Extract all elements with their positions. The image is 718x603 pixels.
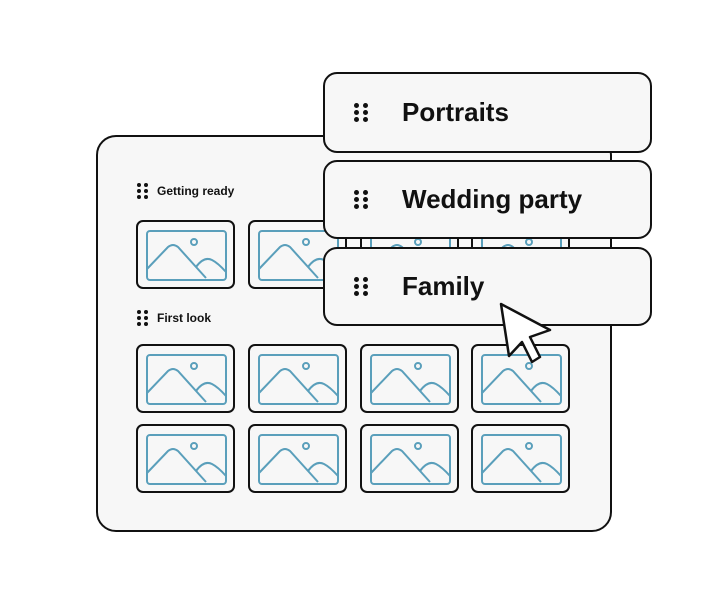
photo-thumbnail[interactable] — [248, 424, 347, 493]
drag-handle-icon[interactable] — [354, 190, 368, 209]
photo-thumbnail[interactable] — [248, 344, 347, 413]
image-placeholder-icon — [481, 434, 562, 485]
category-card-family[interactable]: Family — [323, 247, 652, 326]
card-label: Wedding party — [402, 184, 583, 214]
photo-thumbnail[interactable] — [360, 424, 459, 493]
image-placeholder-icon — [146, 434, 227, 485]
card-label: Portraits — [402, 97, 509, 127]
photo-thumbnail[interactable] — [136, 220, 235, 289]
image-placeholder-icon — [146, 354, 227, 405]
section-label: Getting ready — [157, 184, 235, 198]
section-getting-ready[interactable]: Getting ready — [137, 183, 234, 199]
category-card-wedding-party[interactable]: Wedding party — [323, 160, 652, 239]
drag-handle-icon[interactable] — [354, 103, 368, 122]
photo-thumbnail[interactable] — [471, 344, 570, 413]
image-placeholder-icon — [370, 434, 451, 485]
photo-thumbnail[interactable] — [136, 344, 235, 413]
image-placeholder-icon — [258, 434, 339, 485]
photo-thumbnail[interactable] — [471, 424, 570, 493]
section-first-look[interactable]: First look — [137, 310, 211, 326]
image-placeholder-icon — [481, 354, 562, 405]
card-label: Family — [402, 271, 485, 301]
drag-handle-icon[interactable] — [137, 183, 148, 199]
image-placeholder-icon — [370, 354, 451, 405]
drag-handle-icon[interactable] — [137, 310, 148, 326]
image-placeholder-icon — [146, 230, 227, 281]
section-label: First look — [157, 311, 212, 325]
image-placeholder-icon — [258, 354, 339, 405]
category-card-portraits[interactable]: Portraits — [323, 72, 652, 153]
cursor-arrow-icon — [499, 302, 552, 364]
photo-thumbnail[interactable] — [136, 424, 235, 493]
drag-handle-icon[interactable] — [354, 277, 368, 296]
photo-thumbnail[interactable] — [360, 344, 459, 413]
